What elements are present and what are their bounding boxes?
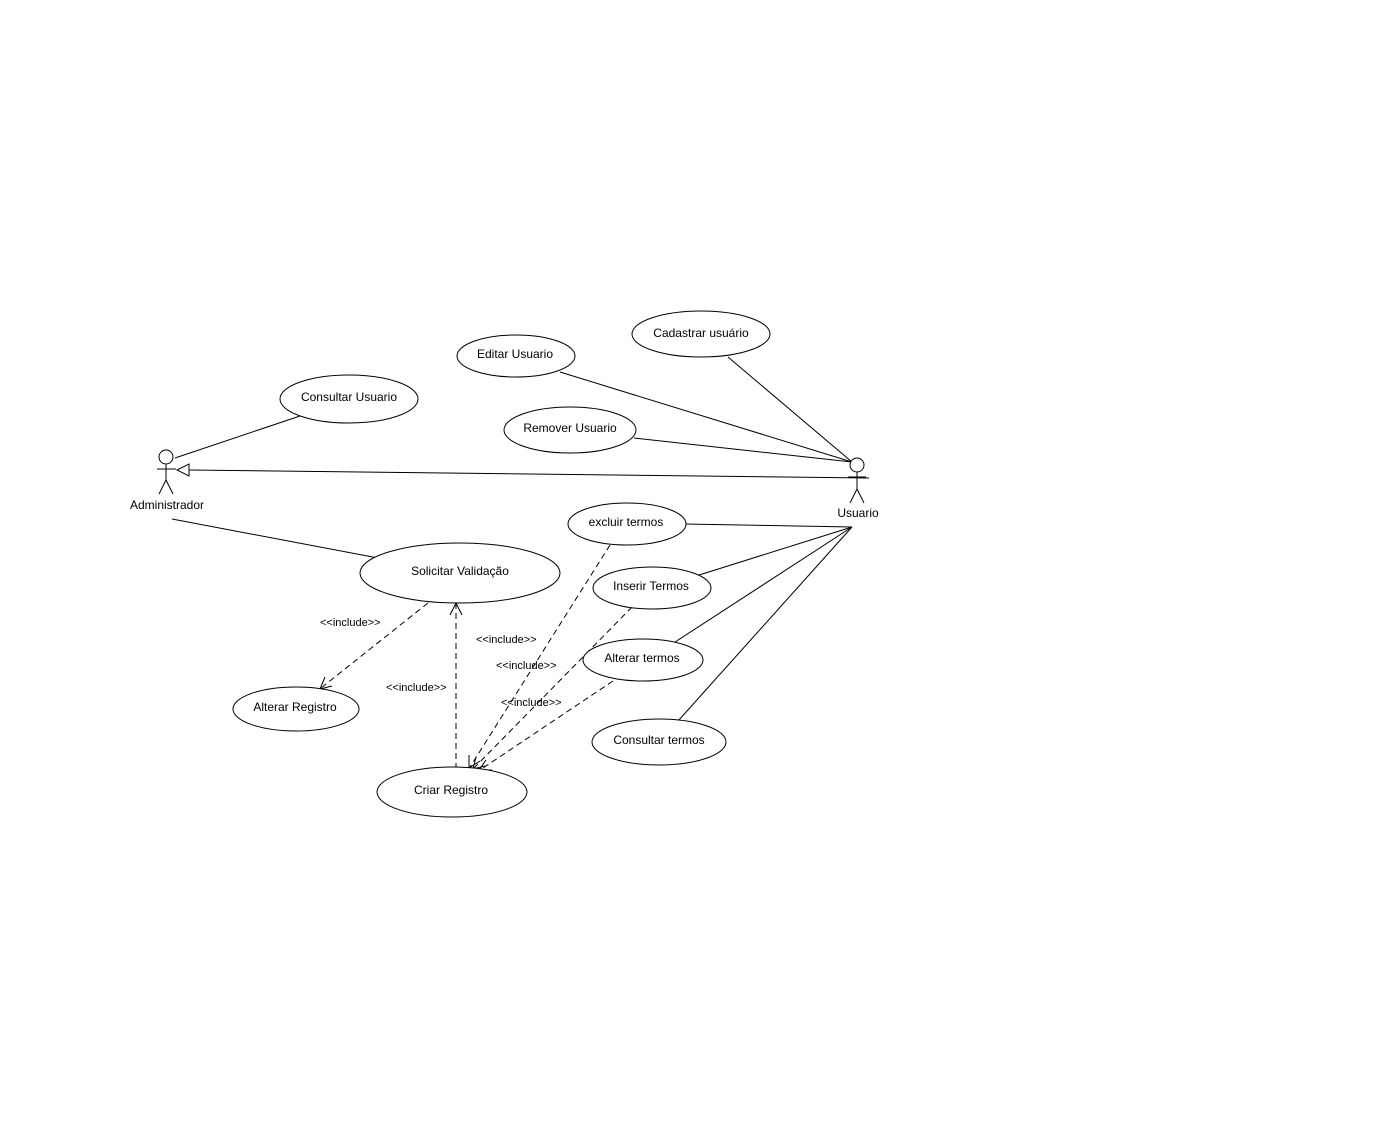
use-case-label: Cadastrar usuário bbox=[653, 326, 749, 340]
generalization-usuario-administrador bbox=[175, 463, 870, 479]
include-label: <<include>> bbox=[320, 617, 381, 629]
use-case-label: Alterar Registro bbox=[253, 700, 337, 714]
assoc-usuario-excluir-termos bbox=[683, 523, 853, 528]
use-case-alterar-registro[interactable]: Alterar Registro bbox=[232, 686, 360, 732]
use-case-label: Consultar termos bbox=[613, 733, 704, 747]
include-label: <<include>> bbox=[496, 660, 557, 672]
use-case-label: Remover Usuario bbox=[523, 421, 617, 435]
use-case-editar-usuario[interactable]: Editar Usuario bbox=[456, 334, 576, 378]
use-case-criar-registro[interactable]: Criar Registro bbox=[376, 766, 528, 818]
use-case-alterar-termos[interactable]: Alterar termos bbox=[582, 638, 704, 682]
use-case-label: Criar Registro bbox=[414, 783, 488, 797]
use-case-label: Editar Usuario bbox=[477, 347, 553, 361]
actor-administrador[interactable]: Administrador bbox=[130, 449, 204, 512]
actor-label: Administrador bbox=[130, 498, 204, 512]
actor-usuario[interactable]: Usuario bbox=[837, 457, 879, 520]
assoc-usuario-editar-usuario bbox=[559, 371, 853, 463]
use-case-label: Consultar Usuario bbox=[301, 390, 397, 404]
assoc-usuario-consultar-termos bbox=[677, 526, 853, 722]
include-label: <<include>> bbox=[386, 682, 447, 694]
use-case-consultar-usuario[interactable]: Consultar Usuario bbox=[279, 374, 419, 424]
use-case-label: Solicitar Validação bbox=[411, 564, 509, 578]
assoc-usuario-remover-usuario bbox=[633, 437, 853, 463]
actor-label: Usuario bbox=[837, 506, 879, 520]
stick-figure-icon bbox=[848, 457, 866, 504]
assoc-usuario-alterar-termos bbox=[671, 526, 853, 645]
assoc-admin-consultar-usuario bbox=[174, 415, 301, 459]
include-label: <<include>> bbox=[501, 697, 562, 709]
associations bbox=[171, 356, 853, 722]
include-label: <<include>> bbox=[476, 634, 537, 646]
include-solicitar-alterar-registro bbox=[320, 602, 429, 689]
use-case-consultar-termos[interactable]: Consultar termos bbox=[591, 718, 727, 766]
assoc-usuario-inserir-termos bbox=[695, 526, 853, 577]
use-case-solicitar-validacao[interactable]: Solicitar Validação bbox=[359, 542, 561, 604]
include-inserir-criar bbox=[473, 606, 633, 769]
include-excluir-criar bbox=[469, 544, 611, 768]
include-alterar-termos-criar bbox=[479, 680, 614, 771]
generalization-arrowhead bbox=[175, 463, 190, 477]
assoc-admin-solicitar-validacao bbox=[171, 518, 379, 559]
assoc-usuario-cadastrar-usuario bbox=[727, 356, 853, 463]
use-case-cadastrar-usuario[interactable]: Cadastrar usuário bbox=[631, 310, 771, 358]
stick-figure-icon bbox=[157, 449, 176, 495]
use-case-label: excluir termos bbox=[589, 515, 664, 529]
use-case-excluir-termos[interactable]: excluir termos bbox=[567, 502, 687, 546]
use-case-remover-usuario[interactable]: Remover Usuario bbox=[503, 406, 637, 454]
use-case-label: Inserir Termos bbox=[613, 579, 689, 593]
use-case-inserir-termos[interactable]: Inserir Termos bbox=[592, 566, 712, 610]
use-case-label: Alterar termos bbox=[604, 651, 679, 665]
